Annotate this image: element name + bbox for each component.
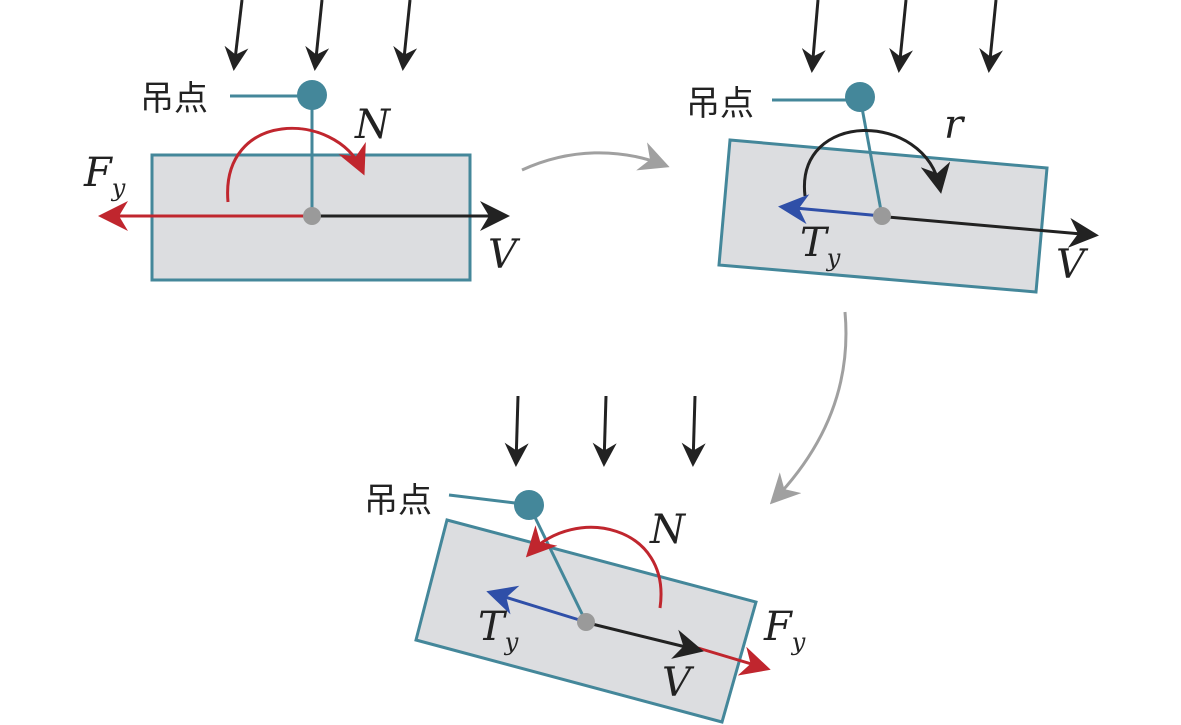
velocity-label: V <box>662 660 695 706</box>
transition-arrow <box>521 142 670 172</box>
down-arrow-icon <box>504 395 529 467</box>
down-arrow-icon <box>592 395 617 467</box>
hoist-point-label: 吊点 <box>140 79 208 119</box>
load-arrows <box>224 0 418 71</box>
velocity-label: V <box>1056 242 1089 288</box>
hoist-point-dot <box>297 80 327 110</box>
panel-rotating: 吊点 r Ty V <box>686 0 1099 294</box>
velocity-arrow <box>887 215 1099 248</box>
rotation-label: r <box>944 102 966 148</box>
force-ty-arrow <box>486 585 587 624</box>
moment-label: N <box>649 507 687 553</box>
down-arrow-icon <box>801 0 826 73</box>
down-arrow-icon <box>681 395 706 467</box>
leader-line <box>448 493 516 505</box>
force-fy-arrow <box>697 646 771 676</box>
sling-line <box>858 96 884 217</box>
force-ty-label: Ty <box>800 220 841 272</box>
force-fy-label: Fy <box>763 604 806 656</box>
moment-arc-arrow <box>226 126 366 203</box>
hoist-point-label: 吊点 <box>686 84 754 124</box>
force-fy-label: Fy <box>83 150 126 202</box>
down-arrow-icon <box>224 0 249 71</box>
center-dot <box>873 207 891 225</box>
velocity-label: V <box>488 232 521 278</box>
load-arrows <box>504 395 706 467</box>
sling-line <box>527 504 588 623</box>
hoist-point-dot <box>845 82 875 112</box>
panel-initial: 吊点 N Fy V <box>83 0 521 282</box>
hoist-point-label: 吊点 <box>364 481 432 521</box>
center-dot <box>303 207 321 225</box>
down-arrow-icon <box>979 0 1004 73</box>
transition-arrow <box>769 311 848 505</box>
rotation-arc-arrow <box>803 129 951 197</box>
velocity-arrow <box>591 622 704 659</box>
down-arrow-icon <box>305 0 330 71</box>
load-arrows <box>801 0 1004 73</box>
moment-label: N <box>354 102 392 148</box>
force-ty-label: Ty <box>478 604 519 656</box>
panel-reversed: 吊点 N Ty Fy V <box>364 395 806 724</box>
hoist-point-dot <box>514 490 544 520</box>
down-arrow-icon <box>393 0 418 71</box>
force-ty-arrow <box>778 194 883 225</box>
moment-arc-arrow <box>525 525 663 609</box>
center-dot <box>577 613 595 631</box>
down-arrow-icon <box>889 0 914 73</box>
